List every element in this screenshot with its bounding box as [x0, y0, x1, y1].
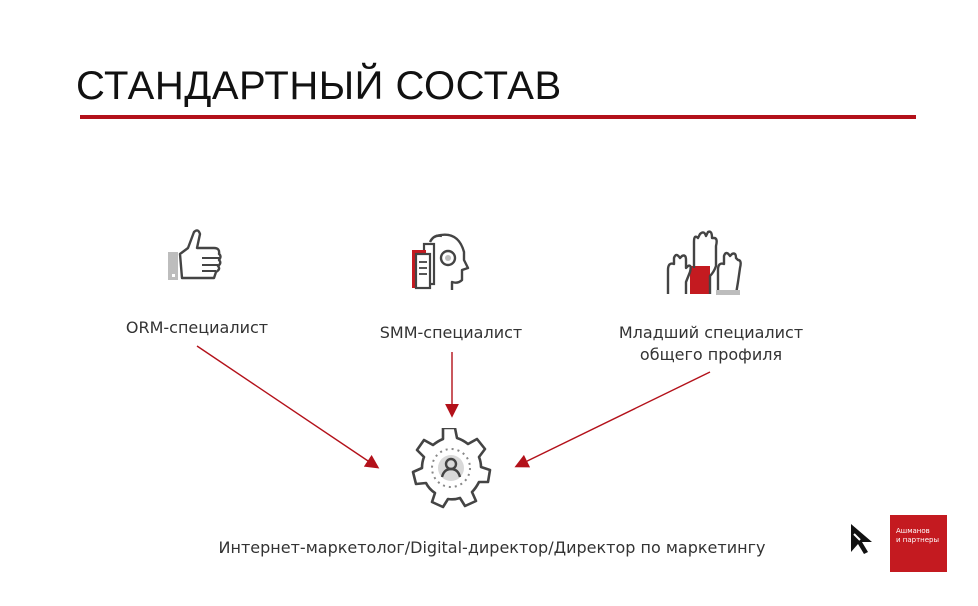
role-label-orm: ORM-специалист: [125, 318, 269, 337]
brand-cursor-logo: [851, 524, 872, 554]
raised-hands-icon: [666, 230, 742, 295]
arrow-orm-to-main: [196, 345, 380, 469]
role-label-junior: Младший специалист общего профиля: [618, 323, 804, 364]
thumbs-up-icon: [168, 229, 222, 280]
role-label-main: Интернет-маркетолог/Digital-директор/Дир…: [218, 538, 766, 557]
slide-title: СТАНДАРТНЫЙ СОСТАВ: [76, 64, 562, 108]
brand-name-line2: и партнеры: [896, 536, 940, 544]
role-label-smm: SMM-специалист: [379, 323, 523, 342]
head-profile-documents-icon: [412, 233, 470, 290]
brand-name-line1: Ашманов: [896, 527, 930, 535]
brand-logo: Ашманов и партнеры: [890, 515, 947, 572]
arrow-junior-to-main: [514, 371, 711, 468]
gear-person-icon: [411, 428, 492, 509]
title-underline: [80, 115, 916, 119]
